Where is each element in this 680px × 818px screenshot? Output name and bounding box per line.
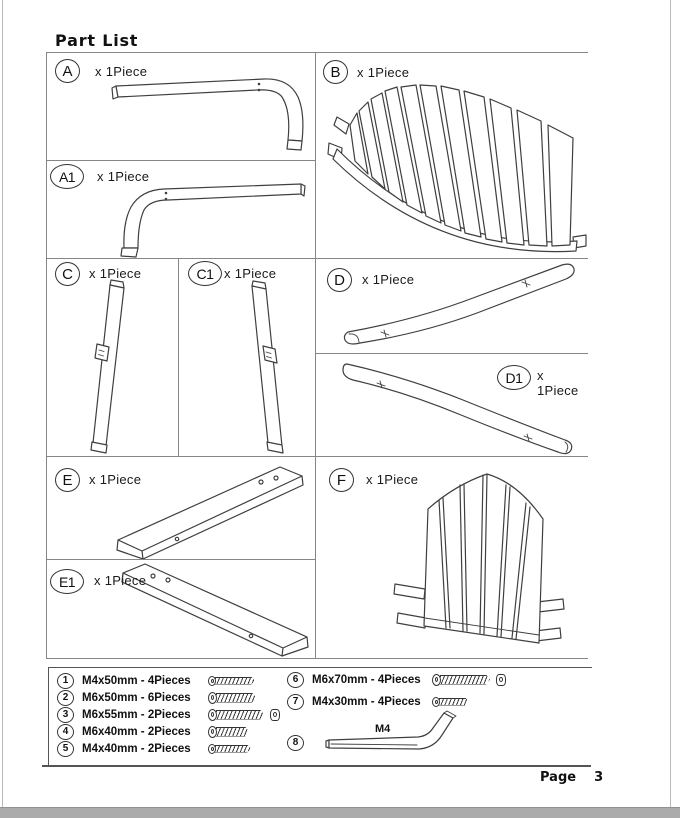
part-cell-a: A x 1Piece xyxy=(46,53,315,160)
grid-line-middle xyxy=(315,52,316,658)
hardware-label: M4x50mm - 4Pieces xyxy=(82,674,191,687)
hardware-label: M6x40mm - 2Pieces xyxy=(82,725,191,738)
hardware-row: 1 M4x50mm - 4Pieces xyxy=(57,672,255,689)
part-c-drawing xyxy=(90,279,125,454)
allen-key-icon xyxy=(325,710,457,750)
hardware-number-badge: 2 xyxy=(57,689,74,706)
hardware-number-badge: 4 xyxy=(57,723,74,740)
hardware-row: 5 M4x40mm - 2Pieces xyxy=(57,740,251,757)
hardware-number-badge: 3 xyxy=(57,706,74,723)
part-a-drawing xyxy=(111,78,304,151)
part-badge: F xyxy=(329,468,354,492)
screw-icon xyxy=(208,742,251,756)
part-cell-d: D x 1Piece xyxy=(315,258,588,353)
grid-line-bottom xyxy=(46,658,588,659)
grid-line xyxy=(46,258,588,259)
part-cell-e: E x 1Piece xyxy=(46,456,315,559)
part-b-drawing xyxy=(327,84,587,253)
part-d-drawing xyxy=(343,263,575,345)
hardware-list-box: 1 M4x50mm - 4Pieces 2 M6x50mm - 6Pieces … xyxy=(48,667,592,767)
hardware-row: 2 M6x50mm - 6Pieces xyxy=(57,689,256,706)
hardware-row: 4 M6x40mm - 2Pieces xyxy=(57,723,249,740)
part-cell-c: C x 1Piece xyxy=(46,258,178,456)
hardware-number-badge: 5 xyxy=(57,740,74,757)
part-e-drawing xyxy=(116,466,304,559)
grid-line xyxy=(178,258,179,456)
hardware-row: 8 xyxy=(287,734,304,751)
grid-line xyxy=(46,160,315,161)
page-title: Part List xyxy=(55,31,139,50)
screw-icon xyxy=(432,673,490,687)
part-e1-drawing xyxy=(121,563,309,657)
part-cell-f: F x 1Piece xyxy=(315,456,588,658)
hardware-label: M4x40mm - 2Pieces xyxy=(82,742,191,755)
grid-line-top xyxy=(46,52,588,54)
hardware-number-badge: 8 xyxy=(287,734,304,751)
screw-icon xyxy=(208,674,255,688)
hardware-label: M6x55mm - 2Pieces xyxy=(82,708,191,721)
barrel-nut-icon xyxy=(270,708,280,721)
grid-line xyxy=(315,353,588,354)
screw-icon xyxy=(432,695,469,709)
grid-line-left xyxy=(46,52,47,658)
hardware-label: M6x50mm - 6Pieces xyxy=(82,691,191,704)
hardware-row: 6 M6x70mm - 4Pieces xyxy=(287,671,506,688)
grid-line xyxy=(46,456,588,457)
part-cell-d1: D1 x 1Piece xyxy=(315,353,588,456)
grid-line xyxy=(46,559,315,560)
hardware-number-badge: 1 xyxy=(57,672,74,689)
hardware-number-badge: 7 xyxy=(287,693,304,710)
part-cell-b: B x 1Piece xyxy=(315,53,588,258)
part-qty: x 1Piece xyxy=(366,472,419,487)
part-c1-drawing xyxy=(251,280,284,454)
part-f-drawing xyxy=(393,473,565,644)
hardware-row: 7 M4x30mm - 4Pieces xyxy=(287,693,469,710)
hardware-label: M6x70mm - 4Pieces xyxy=(312,673,421,686)
footer-rule xyxy=(42,765,591,767)
screw-icon xyxy=(208,725,249,739)
page-footer: Page 3 xyxy=(540,770,603,785)
hardware-label: M4x30mm - 4Pieces xyxy=(312,695,421,708)
part-badge: D xyxy=(327,268,352,292)
part-cell-c1: C1 x 1Piece xyxy=(178,258,315,456)
part-badge: A1 xyxy=(50,164,84,189)
part-a1-drawing xyxy=(120,183,306,258)
part-qty: x 1Piece xyxy=(95,64,148,79)
part-qty: x 1Piece xyxy=(362,272,415,287)
part-badge: E1 xyxy=(50,569,84,594)
hardware-row: 3 M6x55mm - 2Pieces xyxy=(57,706,280,723)
part-qty: x 1Piece xyxy=(224,266,277,281)
part-badge: B xyxy=(323,60,348,84)
part-qty: x 1Piece xyxy=(97,169,150,184)
part-badge: C xyxy=(55,262,80,286)
part-qty: x 1Piece xyxy=(357,65,410,80)
part-badge: D1 xyxy=(497,365,531,390)
footer-page-number: 3 xyxy=(594,770,604,785)
page-bottom-bar xyxy=(0,807,680,818)
part-badge: C1 xyxy=(188,261,222,286)
part-d1-drawing xyxy=(342,363,573,455)
part-qty: x 1Piece xyxy=(94,573,147,588)
part-badge: E xyxy=(55,468,80,492)
screw-icon xyxy=(208,691,256,705)
allen-key-size-label: M4 xyxy=(375,723,391,735)
part-cell-e1: E1 x 1Piece xyxy=(46,559,315,658)
barrel-nut-icon xyxy=(496,673,506,686)
footer-label: Page xyxy=(540,770,577,785)
page-right-edge xyxy=(670,0,671,807)
hardware-number-badge: 6 xyxy=(287,671,304,688)
page-left-edge xyxy=(2,0,3,807)
part-qty: x 1Piece xyxy=(537,368,579,398)
screw-icon xyxy=(208,708,264,722)
part-qty: x 1Piece xyxy=(89,472,142,487)
part-cell-a1: A1 x 1Piece xyxy=(46,160,315,258)
part-qty: x 1Piece xyxy=(89,266,142,281)
part-badge: A xyxy=(55,59,80,83)
